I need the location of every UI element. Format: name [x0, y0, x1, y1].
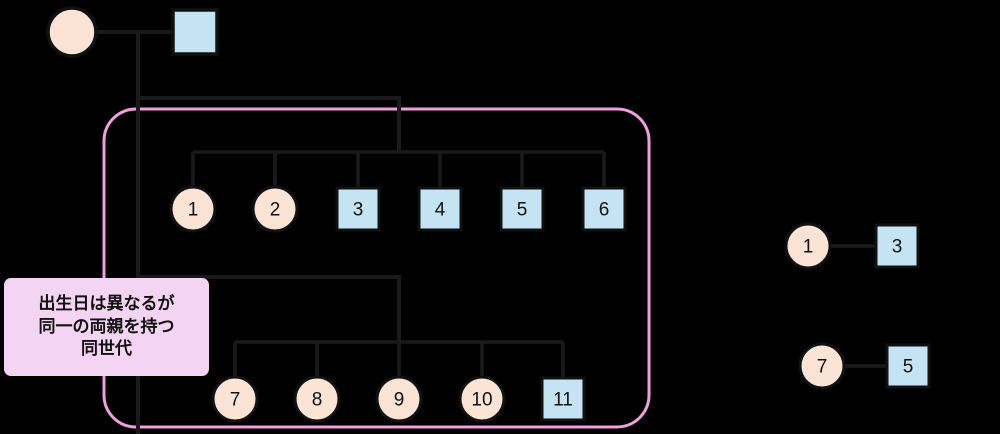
- node-label: 1: [188, 200, 199, 221]
- node-label: 7: [817, 357, 828, 378]
- male-square[interactable]: [335, 186, 381, 232]
- sibship1-connector: [191, 150, 606, 188]
- female-circle[interactable]: [211, 375, 259, 423]
- annotation-line-1: 出生日は異なるが: [38, 294, 175, 314]
- male-square[interactable]: [874, 223, 920, 269]
- sibship1-node-5[interactable]: 5: [499, 186, 545, 232]
- legend-pair-2-right-node[interactable]: 5: [885, 343, 931, 389]
- female-circle[interactable]: [375, 375, 423, 423]
- founder-father-square[interactable]: [171, 8, 219, 56]
- legend-pair-1-left-node[interactable]: 1: [784, 222, 832, 270]
- male-square[interactable]: [417, 186, 463, 232]
- sibship2-node-10[interactable]: 10: [458, 375, 506, 423]
- male-square[interactable]: [885, 343, 931, 389]
- node-label: 8: [312, 390, 323, 411]
- node-label: 7: [230, 390, 241, 411]
- node-label: 6: [599, 200, 610, 221]
- node-label: 5: [517, 200, 528, 221]
- sibship2-node-11[interactable]: 11: [540, 376, 586, 422]
- sibship2-connector: [233, 340, 565, 378]
- node-label: 3: [892, 237, 903, 258]
- generation-highlight-box: [102, 107, 651, 429]
- female-circle[interactable]: [251, 185, 299, 233]
- sibship1-nodes: 1 2 3 4 5 6: [169, 185, 627, 233]
- legend-pair-2: 7 5: [798, 342, 931, 390]
- female-circle[interactable]: [798, 342, 846, 390]
- legend-pair-1: 1 3: [784, 222, 920, 270]
- sibship2-node-9[interactable]: 9: [375, 375, 423, 423]
- node-label: 1: [803, 237, 814, 258]
- generation-annotation-callout: 出生日は異なるが 同一の両親を持つ 同世代: [4, 278, 209, 376]
- founder-mother-circle[interactable]: [46, 6, 98, 58]
- node-label: 11: [553, 390, 573, 411]
- female-circle[interactable]: [784, 222, 832, 270]
- legend-pair-2-left-node[interactable]: 7: [798, 342, 846, 390]
- node-label: 10: [471, 390, 492, 411]
- male-square[interactable]: [540, 376, 586, 422]
- sibship2-node-7[interactable]: 7: [211, 375, 259, 423]
- node-label: 5: [903, 357, 914, 378]
- node-label: 4: [435, 200, 446, 221]
- node-label: 2: [270, 200, 281, 221]
- legend-pair-1-right-node[interactable]: 3: [874, 223, 920, 269]
- female-circle[interactable]: [293, 375, 341, 423]
- sibship1-node-6[interactable]: 6: [581, 186, 627, 232]
- female-circle[interactable]: [169, 185, 217, 233]
- female-circle[interactable]: [458, 375, 506, 423]
- annotation-line-3: 同世代: [81, 339, 132, 359]
- sibship2-nodes: 7 8 9 10 11: [211, 375, 586, 423]
- male-square[interactable]: [581, 186, 627, 232]
- male-square[interactable]: [499, 186, 545, 232]
- sibship1-node-3[interactable]: 3: [335, 186, 381, 232]
- sibship2-node-8[interactable]: 8: [293, 375, 341, 423]
- sibship1-node-4[interactable]: 4: [417, 186, 463, 232]
- node-label: 9: [394, 390, 405, 411]
- sibship1-node-1[interactable]: 1: [169, 185, 217, 233]
- annotation-line-2: 同一の両親を持つ: [38, 316, 175, 336]
- descent-lines-group: [136, 32, 401, 434]
- node-label: 3: [353, 200, 364, 221]
- founder-couple-group: [46, 6, 219, 58]
- sibship1-node-2[interactable]: 2: [251, 185, 299, 233]
